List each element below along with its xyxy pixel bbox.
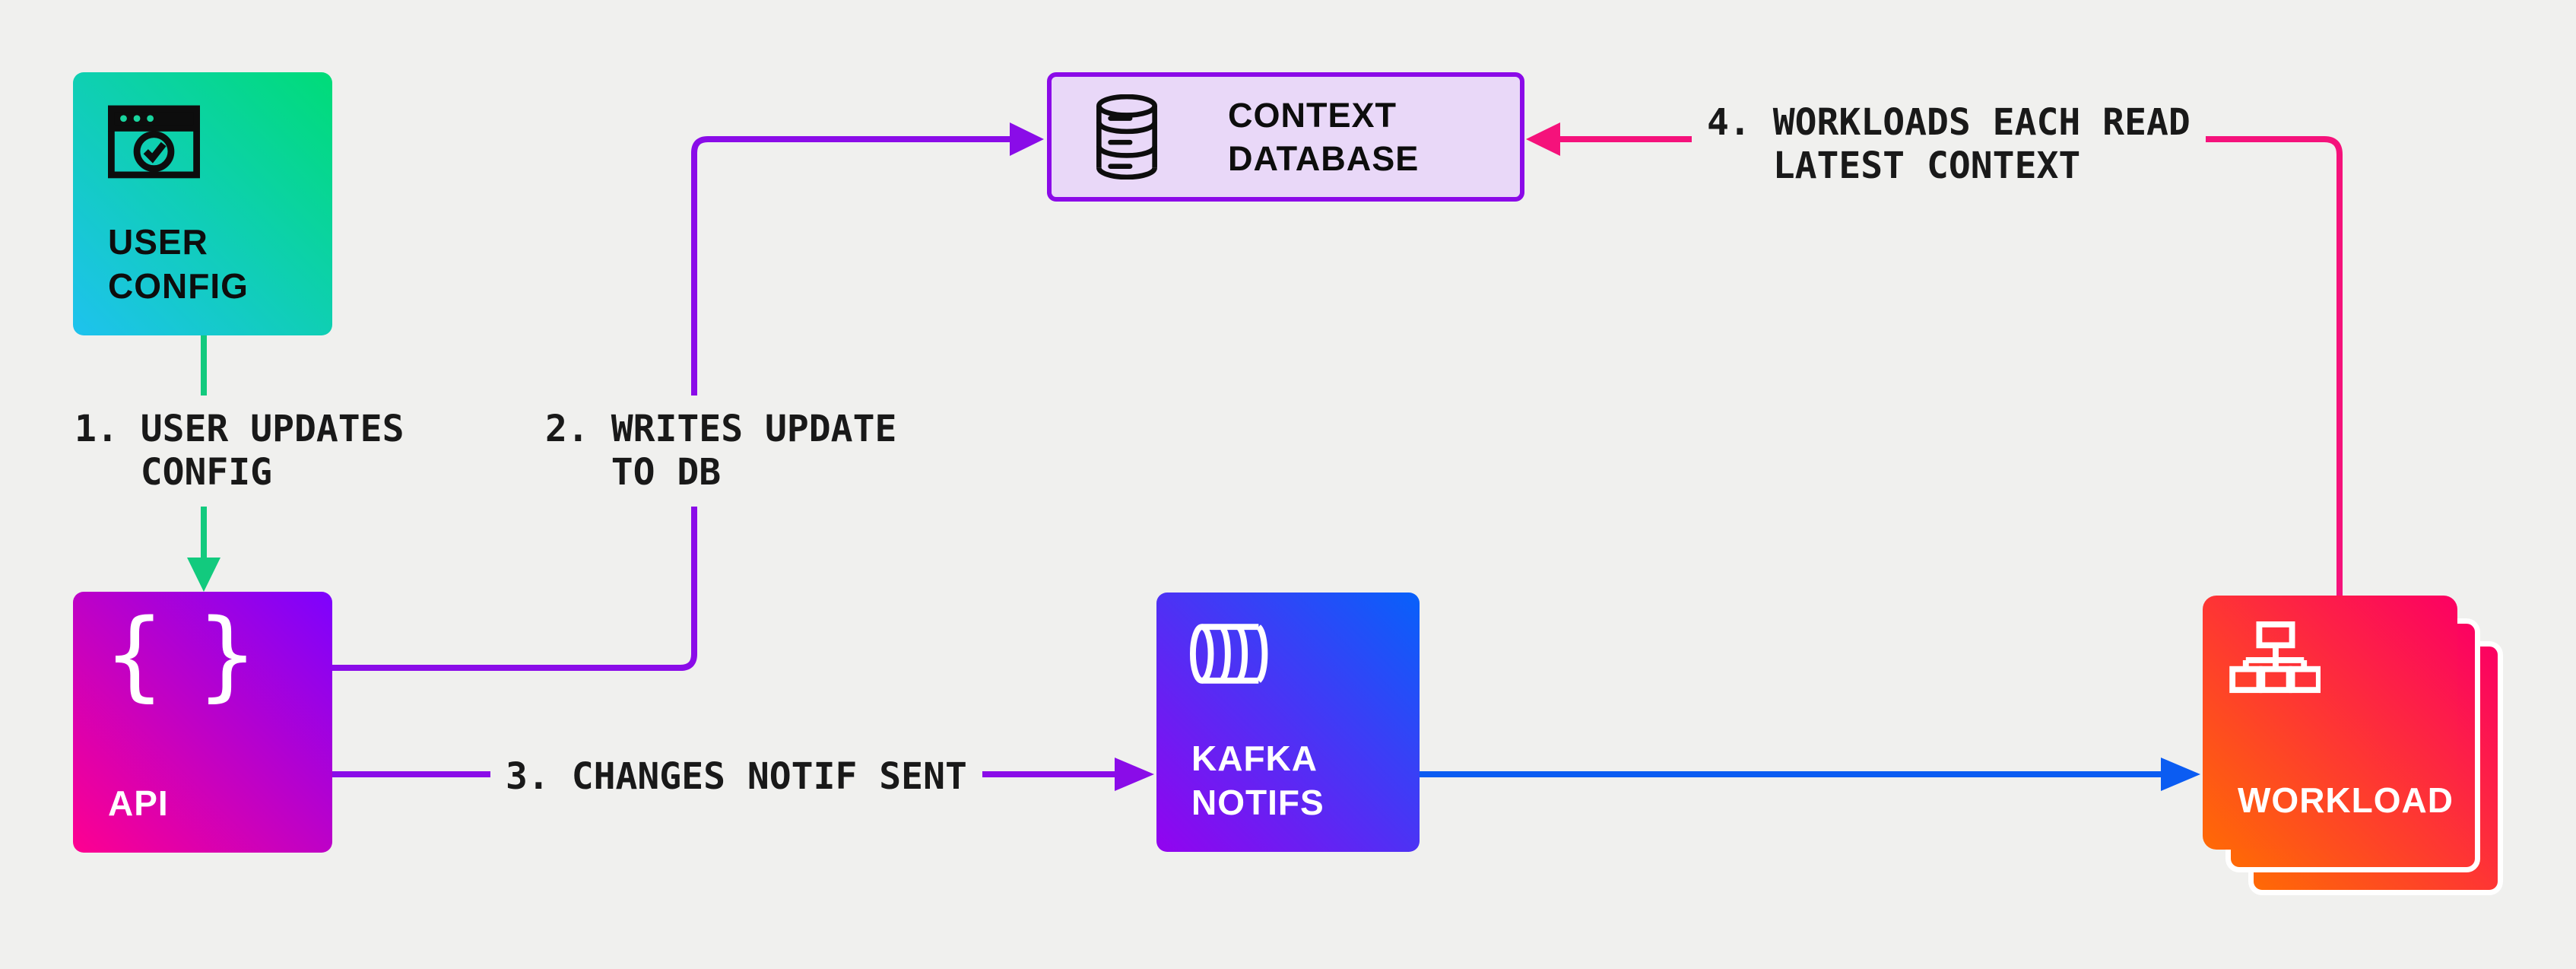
sitemap-icon xyxy=(2229,621,2321,694)
node-label: CONTEXT DATABASE xyxy=(1228,96,1420,178)
annotation-line: 4. WORKLOADS EACH READ xyxy=(1707,101,2191,144)
node-label: KAFKA NOTIFS xyxy=(1191,739,1324,822)
kafka-topic-icon xyxy=(1190,624,1268,684)
curly-braces-icon: { } xyxy=(103,599,259,712)
arrowhead-left-icon xyxy=(1526,122,1560,156)
edge-kafka-to-workload xyxy=(1420,758,2200,791)
node-user-config: USER CONFIG xyxy=(73,72,332,335)
edge-workload-to-context-database xyxy=(1526,122,2343,596)
annotation-step-3: 3. CHANGES NOTIF SENT xyxy=(490,743,982,811)
arrowhead-down-icon xyxy=(187,558,220,592)
arrowhead-right-icon xyxy=(1115,758,1154,791)
node-kafka-notifs: KAFKA NOTIFS xyxy=(1156,593,1420,852)
browser-check-icon xyxy=(108,105,200,179)
arrowhead-right-icon xyxy=(2161,758,2200,791)
node-api: { } API xyxy=(73,592,332,853)
arrowhead-right-icon xyxy=(1010,122,1044,156)
node-context-database: CONTEXT DATABASE xyxy=(1047,72,1524,202)
node-workload-stack: WORKLOAD xyxy=(2203,596,2503,895)
node-label: USER CONFIG xyxy=(108,222,249,306)
annotation-line: 2. WRITES UPDATE xyxy=(545,408,897,450)
node-label: API xyxy=(108,783,169,823)
annotation-step-2: 2. WRITES UPDATE TO DB xyxy=(530,396,912,507)
node-label: WORKLOAD xyxy=(2238,780,2454,820)
annotation-line: CONFIG xyxy=(140,451,273,494)
annotation-step-4: 4. WORKLOADS EACH READ LATEST CONTEXT xyxy=(1692,89,2206,200)
annotation-line: 1. USER UPDATES xyxy=(75,408,404,450)
annotation-step-1: 1. USER UPDATES CONFIG xyxy=(59,396,420,507)
node-workload: WORKLOAD xyxy=(2203,596,2457,850)
annotation-line: LATEST CONTEXT xyxy=(1772,145,2081,187)
database-icon xyxy=(1096,94,1157,180)
annotation-line: 3. CHANGES NOTIF SENT xyxy=(506,755,967,798)
annotation-line: TO DB xyxy=(611,451,722,494)
